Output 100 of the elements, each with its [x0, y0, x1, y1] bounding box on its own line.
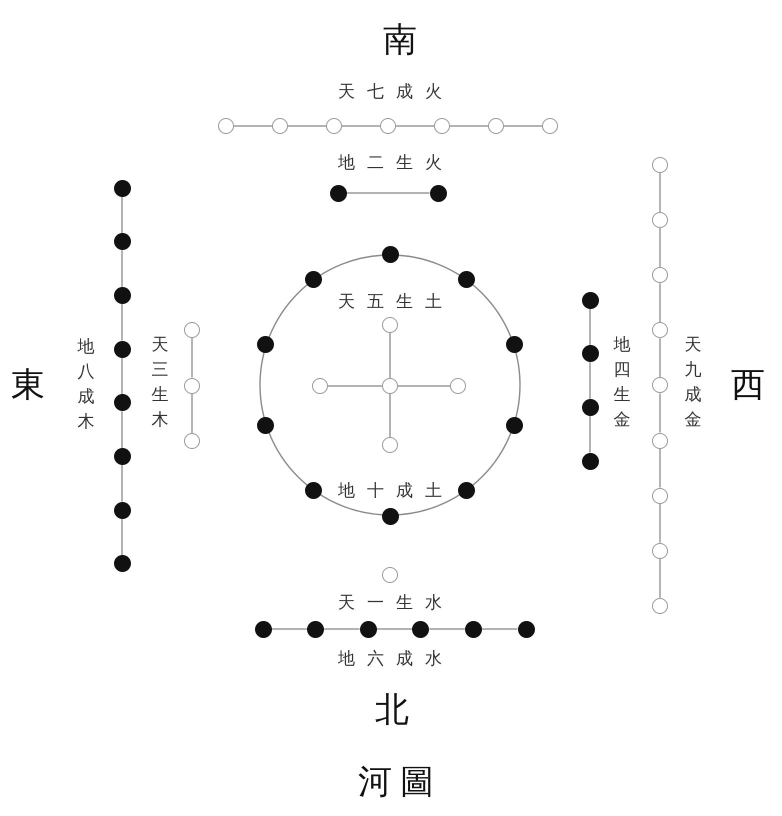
hollow-dot [652, 432, 668, 448]
dot-group-label: 天一生水 [337, 594, 454, 612]
hollow-dot [652, 157, 668, 173]
dot-group-label: 地四生金 [614, 334, 630, 432]
hollow-dot [312, 378, 328, 394]
hollow-dot [652, 488, 668, 504]
connecting-line [659, 283, 661, 322]
connecting-line [659, 558, 661, 598]
connecting-line [398, 385, 450, 387]
solid-dot [382, 508, 398, 524]
solid-dot [518, 620, 534, 638]
connecting-line [659, 504, 661, 543]
solid-dot [254, 620, 272, 638]
dot-group-label: 地十成土 [337, 482, 454, 500]
direction-label: 西 [731, 368, 765, 402]
hollow-dot [652, 598, 668, 614]
hollow-dot [488, 118, 504, 134]
connecting-line [191, 338, 193, 378]
connecting-line [589, 362, 591, 399]
hollow-dot [326, 118, 342, 134]
hollow-dot [272, 118, 288, 134]
hollow-dot [382, 378, 398, 394]
solid-dot [582, 452, 598, 470]
connecting-line [346, 192, 430, 194]
connecting-line [121, 465, 123, 502]
solid-dot [506, 416, 524, 434]
solid-dot [114, 286, 130, 304]
hollow-dot [434, 118, 450, 134]
connecting-line [328, 385, 382, 387]
solid-dot [114, 340, 130, 358]
solid-dot [458, 482, 476, 500]
solid-dot [114, 180, 130, 196]
hollow-dot [382, 437, 398, 453]
solid-dot [256, 336, 274, 354]
connecting-line [288, 125, 326, 127]
connecting-line [191, 394, 193, 433]
direction-label: 南 [383, 23, 417, 57]
dot-group-label: 天五生土 [337, 294, 454, 310]
solid-dot [304, 482, 322, 500]
connecting-line [121, 304, 123, 341]
hollow-dot [382, 567, 398, 583]
solid-dot [360, 620, 377, 638]
connecting-line [389, 333, 391, 378]
dot-group-label: 天七成火 [337, 84, 454, 100]
dot-group-label: 地八成木 [78, 336, 94, 434]
connecting-line [429, 628, 465, 630]
connecting-line [504, 125, 542, 127]
solid-dot [114, 502, 130, 519]
dot-group-label: 地二生火 [337, 154, 454, 172]
solid-dot [458, 270, 476, 288]
solid-dot [114, 394, 130, 412]
solid-dot [412, 620, 430, 638]
connecting-line [450, 125, 488, 127]
solid-dot [464, 620, 482, 638]
solid-dot [114, 555, 130, 572]
solid-dot [582, 345, 598, 362]
solid-dot [330, 184, 346, 202]
connecting-line [121, 518, 123, 556]
hollow-dot [380, 118, 396, 134]
connecting-line [396, 125, 434, 127]
dot-group-label: 天三生木 [152, 334, 168, 432]
diagram-caption: 河圖 [357, 765, 442, 799]
connecting-line [659, 173, 661, 212]
connecting-line [659, 338, 661, 378]
hollow-dot [652, 377, 668, 394]
hollow-dot [184, 378, 200, 394]
solid-dot [114, 233, 130, 250]
connecting-line [389, 394, 391, 437]
connecting-line [376, 628, 412, 630]
hollow-dot [652, 322, 668, 338]
solid-dot [506, 336, 524, 354]
hollow-dot [652, 542, 668, 559]
direction-label: 東 [11, 368, 45, 402]
connecting-line [121, 250, 123, 287]
connecting-line [589, 416, 591, 453]
dot-group-label: 地六成水 [337, 650, 454, 668]
hollow-dot [542, 118, 558, 134]
connecting-line [324, 628, 360, 630]
connecting-line [659, 393, 661, 432]
hollow-dot [652, 267, 668, 284]
connecting-line [659, 228, 661, 268]
solid-dot [114, 448, 130, 465]
dot-group-label: 天九成金 [684, 334, 702, 432]
solid-dot [256, 416, 274, 434]
connecting-line [342, 125, 380, 127]
connecting-line [659, 448, 661, 488]
hollow-dot [184, 322, 200, 338]
connecting-line [482, 628, 518, 630]
connecting-line [121, 411, 123, 448]
hollow-dot [184, 433, 200, 449]
connecting-line [121, 196, 123, 234]
solid-dot [582, 292, 598, 308]
hollow-dot [652, 212, 668, 228]
solid-dot [382, 246, 398, 262]
hollow-dot [218, 118, 234, 134]
solid-dot [304, 270, 322, 288]
direction-label: 北 [375, 693, 409, 727]
connecting-line [589, 308, 591, 346]
solid-dot [430, 184, 446, 202]
connecting-line [234, 125, 272, 127]
